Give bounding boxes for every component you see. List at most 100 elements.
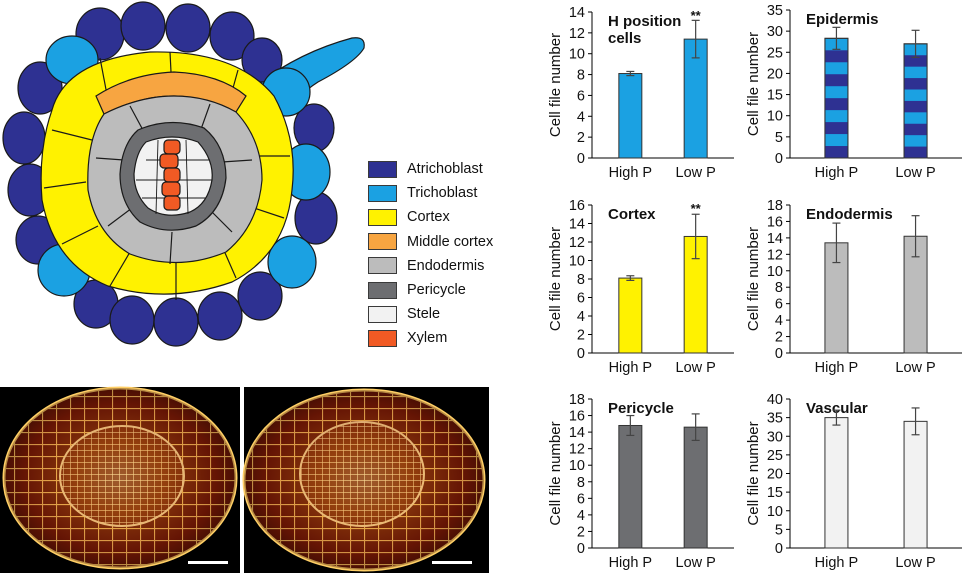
bar-stripe <box>904 123 928 136</box>
y-tick-label: 0 <box>577 346 585 362</box>
y-tick-label: 2 <box>577 328 585 344</box>
y-tick-label: 15 <box>767 88 783 104</box>
bar-stripe <box>824 122 848 135</box>
y-tick-label: 40 <box>767 392 783 408</box>
legend-label: Cortex <box>407 209 450 226</box>
y-axis-label: Cell file number <box>745 227 762 331</box>
y-tick-label: 10 <box>767 109 783 125</box>
trichoblast-cells <box>37 35 331 297</box>
bar-stripe <box>904 100 928 113</box>
legend-swatch <box>368 233 397 251</box>
y-tick-label: 14 <box>569 217 585 233</box>
cell-type-legend: Atrichoblast Trichoblast Cortex Middle c… <box>368 157 528 351</box>
y-tick-label: 35 <box>767 411 783 427</box>
y-tick-label: 8 <box>577 475 585 491</box>
y-tick-label: 12 <box>767 247 783 263</box>
y-tick-label: 16 <box>569 409 585 425</box>
y-tick-label: 18 <box>767 198 783 214</box>
chart-title: Endodermis <box>806 206 893 223</box>
legend-item-xylem: Xylem <box>368 326 528 350</box>
legend-item-endodermis: Endodermis <box>368 254 528 278</box>
atrichoblast-cells <box>2 1 338 347</box>
y-tick-label: 4 <box>577 508 585 524</box>
y-tick-label: 4 <box>775 313 783 329</box>
y-tick-label: 10 <box>569 254 585 270</box>
bar <box>618 424 643 549</box>
legend-swatch <box>368 281 397 299</box>
y-tick-label: 5 <box>775 522 783 538</box>
legend-label: Stele <box>407 306 441 323</box>
x-tick-label: Low P <box>895 165 935 181</box>
x-tick-label: Low P <box>676 360 716 376</box>
y-tick-label: 30 <box>767 24 783 40</box>
y-tick-label: 14 <box>569 5 585 21</box>
significance-mark: ** <box>691 201 702 216</box>
x-tick-label: High P <box>815 555 859 571</box>
y-tick-label: 16 <box>767 214 783 230</box>
x-tick-label: High P <box>815 165 859 181</box>
legend-swatch <box>368 184 397 202</box>
legend-item-stele: Stele <box>368 302 528 326</box>
xylem-cells <box>159 139 181 211</box>
x-tick-label: Low P <box>676 165 716 181</box>
y-tick-label: 10 <box>767 264 783 280</box>
y-tick-label: 0 <box>775 151 783 167</box>
x-tick-label: High P <box>609 165 653 181</box>
chart-title: Vascular <box>806 400 868 417</box>
y-axis-label: Cell file number <box>745 421 762 525</box>
bar <box>903 420 928 549</box>
y-tick-label: 4 <box>577 109 585 125</box>
y-axis-label: Cell file number <box>547 227 564 331</box>
bar-stripe <box>824 146 848 158</box>
y-tick-label: 25 <box>767 448 783 464</box>
x-tick-label: Low P <box>895 360 935 376</box>
y-tick-label: 20 <box>767 66 783 82</box>
y-tick-label: 35 <box>767 3 783 19</box>
y-tick-label: 10 <box>569 458 585 474</box>
bar-stripe <box>904 78 928 90</box>
y-tick-label: 18 <box>569 392 585 408</box>
legend-swatch <box>368 208 397 226</box>
y-tick-label: 10 <box>767 504 783 520</box>
y-tick-label: 2 <box>577 524 585 540</box>
microscopy-high-p <box>0 386 240 573</box>
legend-item-pericycle: Pericycle <box>368 278 528 302</box>
legend-swatch <box>368 305 397 323</box>
significance-mark: ** <box>691 8 702 23</box>
y-axis-label: Cell file number <box>547 421 564 525</box>
y-tick-label: 14 <box>767 231 783 247</box>
legend-label: Endodermis <box>407 257 485 274</box>
legend-label: Atrichoblast <box>407 161 483 178</box>
microscopy-low-p <box>242 387 489 573</box>
chart-title: Pericycle <box>608 400 674 417</box>
chart-title: Cortex <box>608 206 656 223</box>
y-tick-label: 10 <box>569 47 585 63</box>
bar <box>618 277 643 354</box>
y-tick-label: 2 <box>577 130 585 146</box>
y-tick-label: 0 <box>577 151 585 167</box>
y-axis-label: Cell file number <box>745 32 762 136</box>
legend-label: Pericycle <box>407 282 466 299</box>
x-tick-label: High P <box>609 360 653 376</box>
y-tick-label: 16 <box>569 198 585 214</box>
bar-stripe <box>824 98 848 111</box>
y-tick-label: 8 <box>775 280 783 296</box>
scale-bar-left <box>188 561 228 564</box>
y-tick-label: 6 <box>577 291 585 307</box>
bar <box>618 73 643 159</box>
legend-swatch <box>368 329 397 347</box>
x-tick-label: High P <box>815 360 859 376</box>
bar-stripe <box>824 50 848 63</box>
legend-label: Trichoblast <box>407 185 478 202</box>
y-tick-label: 25 <box>767 45 783 61</box>
legend-item-cortex: Cortex <box>368 205 528 229</box>
y-tick-label: 8 <box>577 68 585 84</box>
